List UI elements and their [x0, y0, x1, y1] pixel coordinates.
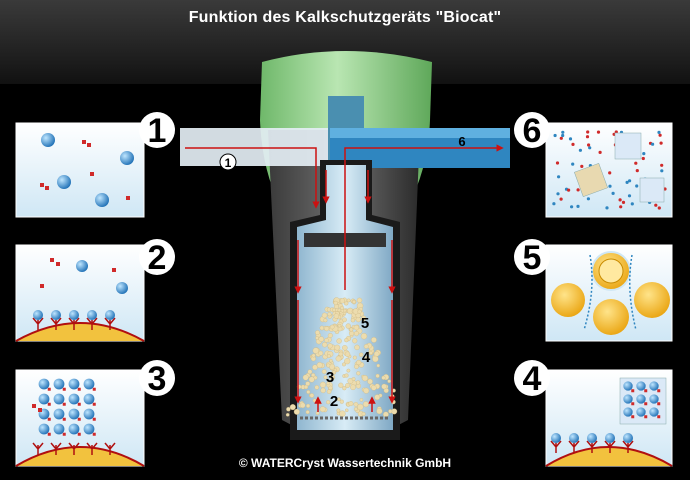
step-number-3: 3 — [139, 360, 175, 398]
svg-text:3: 3 — [148, 360, 167, 398]
svg-text:2: 2 — [148, 239, 167, 277]
panel-step-1 — [15, 122, 145, 218]
panel-step-2 — [15, 244, 145, 342]
panel-step-4 — [545, 369, 673, 467]
step-number-2: 2 — [139, 239, 175, 277]
cartridge-label-3: 3 — [326, 369, 334, 386]
copyright-text: © WATERCryst Wassertechnik GmbH — [238, 456, 452, 470]
step-number-6: 6 — [514, 112, 550, 150]
panel-step-6 — [545, 122, 673, 218]
panel-step-5 — [545, 244, 673, 342]
step-number-5: 5 — [514, 239, 550, 277]
step-number-4: 4 — [514, 360, 550, 398]
cartridge-label-2: 2 — [330, 393, 338, 410]
inlet-pipe — [180, 128, 328, 166]
cartridge-label-4: 4 — [362, 349, 371, 366]
svg-text:4: 4 — [523, 360, 542, 398]
svg-text:6: 6 — [523, 112, 542, 150]
step-number-1: 1 — [139, 112, 175, 150]
svg-text:1: 1 — [225, 156, 232, 170]
panel-step-3 — [15, 369, 145, 467]
svg-text:1: 1 — [148, 112, 167, 150]
svg-text:5: 5 — [523, 239, 542, 277]
flow-path — [185, 144, 504, 412]
cartridge-label-5: 5 — [361, 315, 369, 332]
diagram-title: Funktion des Kalkschutzgeräts "Biocat" — [188, 9, 502, 26]
inlet-label: 1 — [219, 153, 237, 171]
outlet-label: 6 — [458, 134, 465, 149]
